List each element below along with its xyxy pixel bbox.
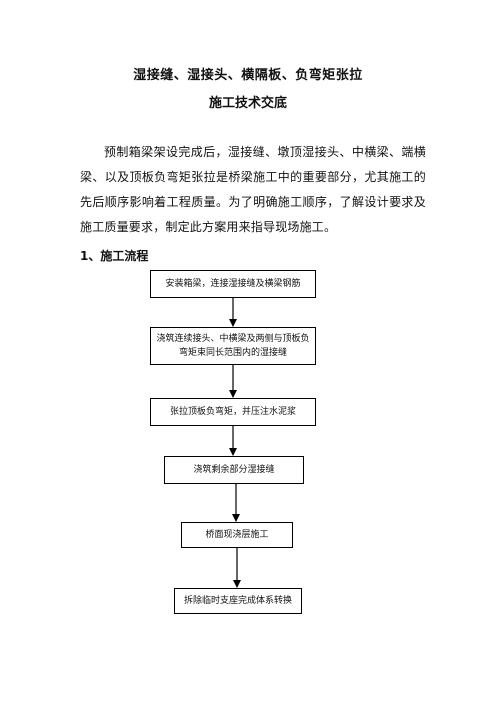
flow-step-label: 桥面现浇层施工 (205, 530, 269, 540)
document-subtitle: 施工技术交底 (208, 96, 287, 111)
flow-step: 浇筑连续接头、中横梁及两侧与顶板负弯矩束同长范围内的湿接缝 (150, 327, 316, 365)
flow-step: 拆除临时支座完成体系转换 (174, 588, 302, 614)
document-title: 湿接缝、湿接头、横隔板、负弯矩张拉 (133, 68, 363, 83)
flow-step: 安装箱梁，连接湿接缝及横梁钢筋 (150, 270, 316, 298)
flow-step-label: 张拉顶板负弯矩，并压注水泥浆 (169, 407, 296, 417)
flow-step-label: 浇筑剩余部分湿接缝 (193, 465, 275, 475)
flow-step-label: 浇筑连续接头、中横梁及两侧与顶板负弯矩束同长范围内的湿接缝 (156, 334, 310, 358)
flow-step: 桥面现浇层施工 (181, 522, 293, 548)
intro-paragraph: 预制箱梁架设完成后，湿接缝、墩顶湿接头、中横梁、端横梁、以及顶板负弯矩张拉是桥梁… (80, 145, 426, 234)
flow-step-label: 安装箱梁，连接湿接缝及横梁钢筋 (165, 279, 301, 289)
flow-step: 浇筑剩余部分湿接缝 (164, 456, 304, 484)
flow-step: 张拉顶板负弯矩，并压注水泥浆 (150, 398, 316, 426)
flow-step-label: 拆除临时支座完成体系转换 (183, 596, 292, 606)
section-heading: 1、施工流程 (80, 249, 149, 263)
